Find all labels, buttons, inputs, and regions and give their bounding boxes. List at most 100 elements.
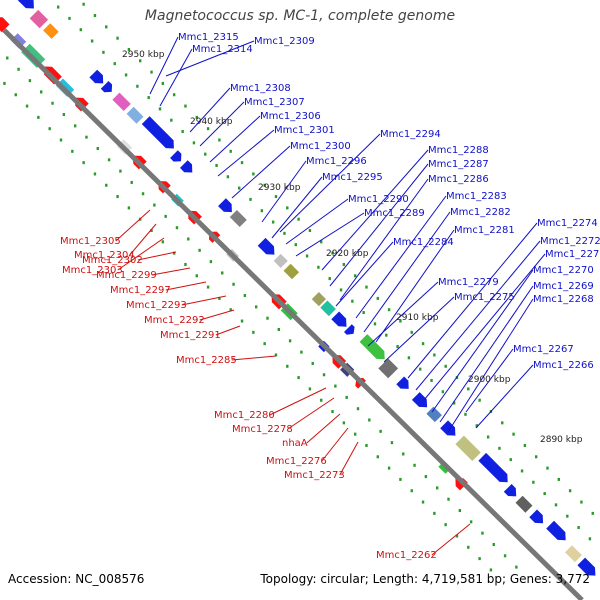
tick-dot [226, 175, 230, 179]
tick-dot [387, 308, 391, 312]
tick-dot [172, 251, 176, 255]
tick-dot [458, 509, 462, 513]
tick-dot [320, 240, 323, 244]
reverse-gene-label: Mmc1_2291 [160, 330, 221, 341]
tick-dot [331, 251, 334, 255]
tick-dot [93, 172, 97, 176]
tick-dot [433, 511, 436, 515]
tick-dot [3, 81, 6, 85]
tick-dot [274, 353, 278, 357]
tick-dot [254, 305, 258, 309]
tick-dot [402, 452, 405, 456]
tick-dot [481, 531, 484, 535]
leader-line [475, 364, 534, 429]
tick-dot [164, 214, 167, 218]
gene-arrow [331, 311, 347, 327]
tick-dot [243, 294, 247, 298]
leader-line [423, 253, 546, 401]
tick-dot [260, 209, 264, 213]
tick-dot [566, 514, 569, 518]
gene-block [43, 23, 59, 39]
gene-arrow [180, 160, 193, 173]
forward-gene-label: Mmc1_2286 [428, 174, 489, 185]
forward-gene-label: Mmc1_2294 [380, 129, 441, 140]
tick-dot [192, 141, 196, 145]
tick-dot [127, 47, 131, 51]
tick-dot [345, 395, 348, 399]
gene-arrow [141, 116, 174, 149]
tick-dot [229, 149, 232, 153]
tick-dot [376, 455, 379, 459]
tick-dot [62, 113, 66, 117]
leader-line [165, 40, 255, 77]
tick-dot [469, 520, 473, 524]
leader-line [321, 149, 429, 271]
tick-dot [410, 330, 413, 334]
genome-axis [2, 28, 584, 600]
gene-arrow [546, 520, 566, 541]
reverse-gene-label: Mmc1_2299 [96, 270, 157, 281]
tick-dot [501, 421, 504, 425]
tick-dot [240, 161, 244, 165]
tick-dot [172, 93, 176, 97]
tick-dot [181, 130, 184, 134]
tick-dot [353, 432, 357, 436]
tick-dot [308, 229, 312, 233]
tick-dot [546, 466, 549, 470]
reverse-gene-label: Mmc1_2305 [60, 236, 121, 247]
tick-label: 2900 kbp [468, 375, 511, 385]
tick-dot [147, 96, 150, 100]
leader-line [271, 176, 323, 239]
forward-gene-label: Mmc1_2296 [306, 156, 367, 167]
tick-dot [28, 79, 32, 83]
tick-dot [322, 373, 326, 377]
leader-line [447, 298, 534, 433]
leader-line [367, 281, 439, 347]
tick-dot [399, 477, 402, 481]
tick-dot [158, 107, 162, 111]
tick-dot [351, 299, 354, 303]
tick-dot [17, 67, 20, 71]
tick-dot [421, 342, 425, 346]
gene-block [378, 358, 399, 379]
tick-dot [339, 288, 343, 292]
tick-dot [568, 489, 572, 493]
gene-block [565, 545, 582, 563]
reverse-gene-label: nhaA [282, 438, 308, 449]
gene-block [311, 292, 326, 307]
gene-arrow [218, 198, 232, 213]
tick-dot [286, 364, 289, 368]
tick-dot [331, 410, 334, 414]
leader-line [149, 36, 179, 95]
tick-dot [385, 333, 388, 337]
tick-dot [467, 545, 470, 549]
accession-text: Accession: NC_008576 [8, 572, 145, 586]
leader-line [209, 115, 261, 163]
tick-dot [413, 463, 416, 467]
tick-dot [356, 407, 360, 411]
tick-dot [447, 497, 450, 501]
tick-dot [204, 152, 207, 156]
gene-block [126, 106, 144, 124]
tick-dot [520, 469, 524, 473]
tick-dot [297, 217, 300, 221]
tick-dot [252, 330, 255, 334]
gene-arrow [257, 237, 275, 255]
tick-dot [96, 146, 99, 150]
forward-gene-label: Mmc1_2271 [545, 249, 600, 260]
forward-gene-label: Mmc1_2301 [274, 125, 335, 136]
tick-dot [342, 262, 346, 266]
reverse-gene-labels: Mmc1_2305Mmc1_2304Mmc1_2303Mmc1_2302Mmc1… [60, 236, 437, 561]
gene-block [515, 495, 533, 513]
tick-dot [554, 503, 558, 507]
tick-dot [82, 2, 85, 6]
leader-line [339, 441, 359, 476]
leader-line [199, 309, 235, 321]
tick-dot [25, 104, 29, 108]
map-title: Magnetococcus sp. MC-1, complete genome [144, 8, 456, 24]
leader-line [215, 325, 241, 336]
reverse-gene-label: Mmc1_2297 [110, 285, 171, 296]
tick-dot [557, 477, 561, 481]
tick-dot [68, 16, 71, 20]
forward-gene-label: Mmc1_2315 [178, 32, 239, 43]
